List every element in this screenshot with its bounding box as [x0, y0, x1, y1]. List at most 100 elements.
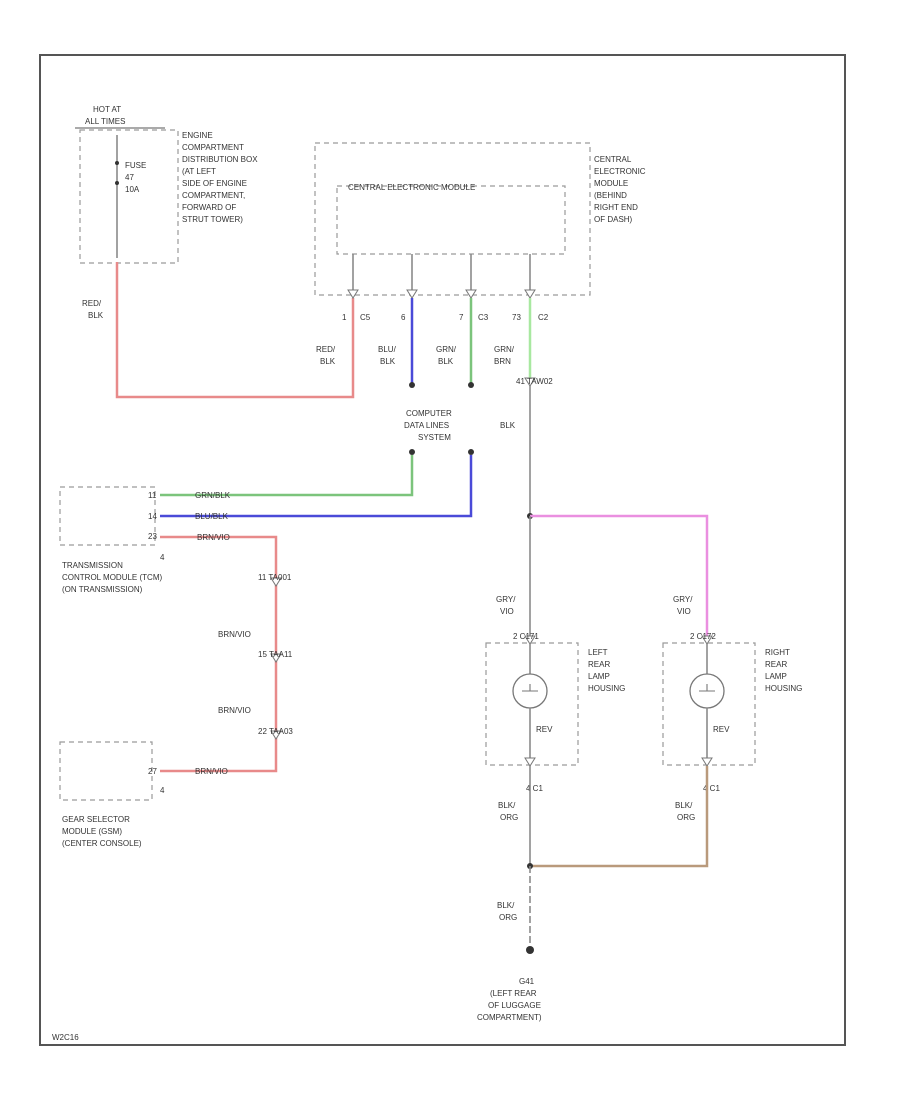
left-lamp-input-label-line2: VIO [500, 607, 514, 616]
cem-pin73-wire-label-line1: GRN/ [494, 345, 515, 354]
fuse-box-location-line5: SIDE OF ENGINE [182, 179, 247, 188]
left-lamp-outline [485, 642, 579, 766]
right-lamp-filament [699, 684, 715, 692]
data-line-terminal-1 [409, 449, 415, 455]
fuse-box-location-line3: DISTRIBUTION BOX [182, 155, 258, 164]
ground-label-line3: OF LUGGAGE [488, 1001, 541, 1010]
tcm-mid-label-2: BRN/VIO [218, 706, 251, 715]
ground-trunk-label: BLK [500, 421, 516, 430]
right-lamp-label-line3: LAMP [765, 672, 787, 681]
tcm-splice-1-label: 11 TA001 [258, 573, 292, 582]
right-lamp-input-label-line1: GRY/ [673, 595, 693, 604]
cem-pin-6: 6 [401, 313, 406, 322]
right-lamp-label-line4: HOUSING [765, 684, 802, 693]
cem-location-line4: (BEHIND [594, 191, 627, 200]
tcm-mid-label-1: BRN/VIO [218, 630, 251, 639]
diagram-frame [39, 54, 846, 1046]
gsm-wire-label: BRN/VIO [195, 767, 228, 776]
ground-point-g41 [526, 946, 534, 954]
fuse-wire-label-line1: RED/ [82, 299, 102, 308]
cem-pin-1: 1 [342, 313, 347, 322]
fuse-box-location-line1: ENGINE [182, 131, 213, 140]
left-lamp-ground-pin-label: 4 C1 [526, 784, 543, 793]
fuse-label-line3: 10A [125, 185, 140, 194]
fuse-box-location-line8: STRUT TOWER) [182, 215, 243, 224]
cem-connector-pin6 [406, 289, 418, 299]
gsm-label-line2: MODULE (GSM) [62, 827, 122, 836]
ground-wire-label-line2: ORG [499, 913, 517, 922]
cem-pin6-wire-label-line2: BLK [380, 357, 396, 366]
cem-inner-outline [336, 185, 566, 255]
fuse-box-outline [79, 129, 179, 264]
data-lines-line2: DATA LINES [404, 421, 449, 430]
gsm-conn: 4 [160, 786, 165, 795]
cem-location-line1: CENTRAL [594, 155, 632, 164]
gsm-label-line3: (CENTER CONSOLE) [62, 839, 142, 848]
cem-connector-pin73 [524, 289, 536, 299]
tcm-wire-label-1: GRN/BLK [195, 491, 231, 500]
tcm-wire-label-3: BRN/VIO [197, 533, 230, 542]
ground-wire-label-line1: BLK/ [497, 901, 515, 910]
gsm-outline [59, 741, 153, 801]
blu-blk-wire-tcm [160, 455, 473, 518]
right-lamp-connector-bottom [701, 757, 713, 767]
fuse-box-location-label: ENGINE COMPARTMENT DISTRIBUTION BOX (AT … [182, 131, 258, 224]
left-lamp-connector-label: 2 C171 [513, 632, 539, 641]
ground-label-line4: COMPARTMENT) [477, 1013, 542, 1022]
data-lines-line3: SYSTEM [418, 433, 451, 442]
right-lamp-input-label-line2: VIO [677, 607, 691, 616]
tcm-splice-1-connector [270, 577, 282, 587]
right-lamp-connector-label: 2 C172 [690, 632, 716, 641]
cem-pin-7: 7 [459, 313, 464, 322]
right-lamp-connector-top [701, 635, 713, 645]
tcm-splice-2-connector [270, 653, 282, 663]
fuse-box-location-line4: (AT LEFT [182, 167, 216, 176]
cem-pin1-wire-label-line1: RED/ [316, 345, 336, 354]
cem-splice-label: 41 TAW02 [516, 377, 553, 386]
left-lamp-label-line1: LEFT [588, 648, 608, 657]
transmission-control-module: 11 14 23 4 TRANSMISSION CONTROL MODULE (… [59, 486, 165, 594]
computer-data-lines-label: COMPUTER DATA LINES SYSTEM [404, 409, 452, 442]
left-lamp-connector-top [524, 635, 536, 645]
right-lamp-outline [662, 642, 756, 766]
grn-blk-cem-terminal [468, 382, 474, 388]
fuse-label-line1: FUSE [125, 161, 146, 170]
left-lamp-connector-bottom [524, 757, 536, 767]
left-lamp-output-label-line2: ORG [500, 813, 518, 822]
fuse-box: HOT AT ALL TIMES FUSE 47 10A ENGINE COMP… [75, 105, 258, 264]
left-lamp-label-line3: LAMP [588, 672, 610, 681]
cem-location-line3: MODULE [594, 179, 628, 188]
blk-org-wire-right [530, 766, 709, 868]
cem-pin6-wire-label-line1: BLU/ [378, 345, 397, 354]
cem-pin-73: 73 [512, 313, 521, 322]
right-lamp-label-line2: REAR [765, 660, 787, 669]
right-lamp-label-line1: RIGHT [765, 648, 790, 657]
footer-diagram-code: W2C16 [52, 1033, 79, 1042]
cem-pin7-wire-label-line2: BLK [438, 357, 454, 366]
tcm-label-line2: CONTROL MODULE (TCM) [62, 573, 162, 582]
gsm-label-line1: GEAR SELECTOR [62, 815, 130, 824]
left-rear-lamp-housing: 2 C171 REV LEFT REAR LAMP HOUSING 4 C1 [485, 632, 625, 793]
left-lamp-input-label-line1: GRY/ [496, 595, 516, 604]
cem-connector-pin1 [347, 289, 359, 299]
red-blk-wire [115, 262, 355, 399]
tcm-pin-23: 23 [148, 532, 157, 541]
grn-blk-wire-tcm [160, 455, 414, 497]
cem-location-line6: OF DASH) [594, 215, 633, 224]
left-lamp-output-label-line1: BLK/ [498, 801, 516, 810]
left-lamp-filament [522, 684, 538, 692]
tcm-splice-2-label: 15 TAA11 [258, 650, 293, 659]
cem-pin1-wire-label-line2: BLK [320, 357, 336, 366]
fuse-box-location-line7: FORWARD OF [182, 203, 236, 212]
ground-label-line2: (LEFT REAR [490, 989, 537, 998]
data-lines-line1: COMPUTER [406, 409, 452, 418]
blu-blk-cem-terminal [409, 382, 415, 388]
cem-location-label: CENTRAL ELECTRONIC MODULE (BEHIND RIGHT … [594, 155, 646, 224]
fuse-terminal-bottom [115, 181, 119, 185]
cem-conn-c2: C2 [538, 313, 549, 322]
fuse-box-location-line6: COMPARTMENT, [182, 191, 245, 200]
gsm-pin-27: 27 [148, 767, 157, 776]
cem-title: CENTRAL ELECTRONIC MODULE [348, 183, 475, 192]
tcm-label-line3: (ON TRANSMISSION) [62, 585, 143, 594]
tcm-label-line1: TRANSMISSION [62, 561, 123, 570]
